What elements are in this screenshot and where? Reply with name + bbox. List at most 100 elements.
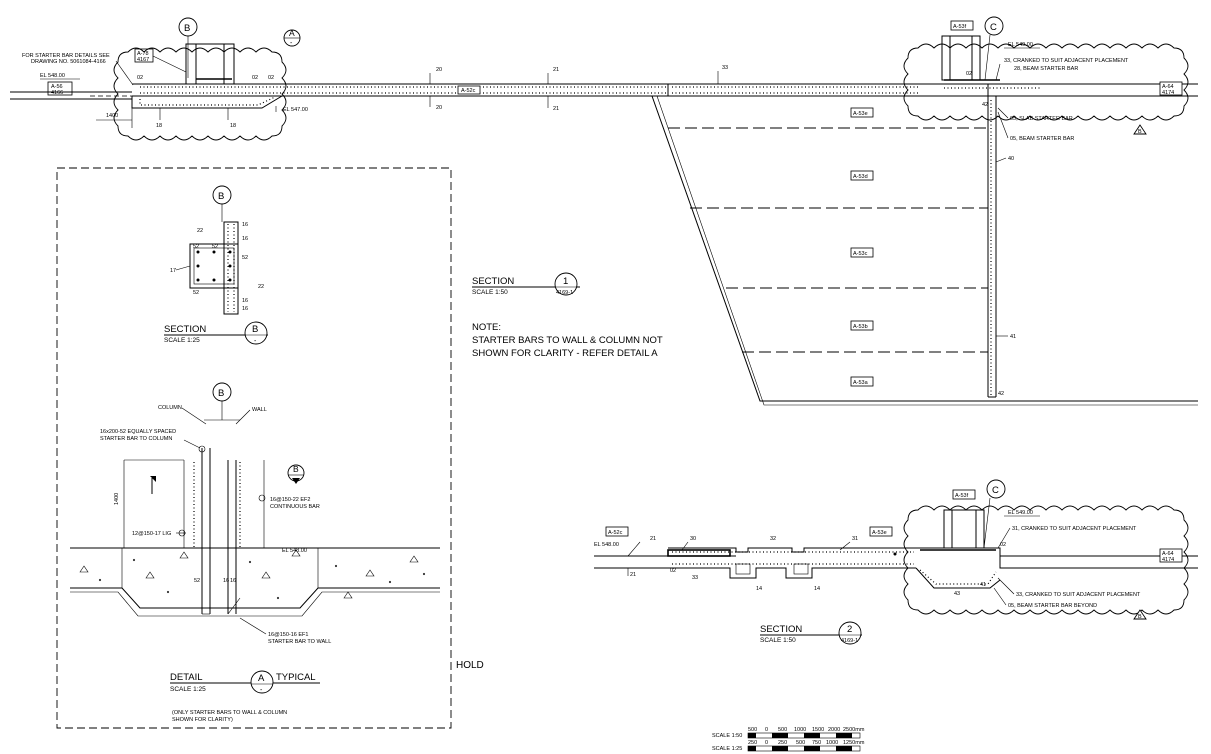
ref-tag-a53e-s2 [869,526,893,537]
section1-title: SECTION [472,276,514,287]
section-b-bars [196,250,232,282]
detail-tag-bubble [250,670,274,694]
lbl-33: 33 [722,65,728,71]
secb-16d: 16 [242,306,248,312]
wall-label: WALL [252,407,267,413]
section-b-title: SECTION [164,324,206,335]
note-line-1: STARTER BARS TO WALL & COLUMN NOT [472,335,663,346]
section2-num: 2 [847,624,852,635]
lbl-40: 40 [1008,156,1014,162]
sb1-t2: 500 [778,727,787,733]
note-28-top: 28, BEAM STARTER BAR [1014,66,1078,72]
secb-16a: 16 [242,222,248,228]
secb-52c: 52 [242,255,248,261]
s2-21b: 21 [630,572,636,578]
note-line-2: SHOWN FOR CLARITY - REFER DETAIL A [472,348,658,359]
s2-21a: 21 [650,536,656,542]
detail-note-1: (ONLY STARTER BARS TO WALL & COLUMN [172,710,287,716]
section-marker-b-top [1133,124,1147,135]
hold-label: HOLD [456,660,484,671]
s2-note-33: 33, CRANKED TO SUIT ADJACENT PLACEMENT [1016,592,1141,598]
secb-16c: 16 [242,298,248,304]
starter-note-line2: DRAWING NO. 5061084-4166 [31,59,106,65]
detail-16a: 16 [223,578,229,584]
s2-30: 30 [690,536,696,542]
sb2-t1: 0 [765,740,768,746]
sb1-t6: 2500mm [843,727,865,733]
ref-tag-a53f [950,20,974,31]
detail-tag-sub: - [260,687,263,694]
section-2: A-52c EL 548.00 21 30 32 31 02 33 14 14 … [594,479,1198,645]
revision-cloud-top-left [113,47,287,141]
sb1-t1: 0 [765,727,768,733]
ref-tag-a78 [134,48,154,63]
grid-c-top-text: C [990,22,997,33]
lbl-02a: 02 [137,75,143,81]
detail-a-top-text: A [289,28,295,38]
lig-label: 12@150-17 LIG [132,531,171,537]
s2-b-tri: B [1138,614,1142,620]
detail-b-text: B [293,464,299,474]
sb1-t0: 500 [748,727,757,733]
ref-a52c-top: A-52c [461,88,476,94]
section-1-wall: A-53e A-53d A-53c A-53b A-53a A-53f C EL… [472,16,1198,406]
detail-typical: TYPICAL [276,672,316,683]
grid-bubble-c-top [984,16,1004,36]
section-b-tag: B [252,324,258,335]
sb2-t5: 1000 [826,740,838,746]
starter-col-2: STARTER BAR TO COLUMN [100,436,172,442]
ref-a56-top: A-56 [51,84,63,90]
s2-32: 32 [770,536,776,542]
s2-43: 43 [954,591,960,597]
ref-tag-a64-s2 [1159,548,1183,563]
s2-14a: 14 [756,586,762,592]
detail-title: DETAIL [170,672,203,683]
section2-scale: SCALE 1:50 [760,637,796,644]
section-b-tag-bubble [244,321,268,345]
secb-16b: 16 [242,236,248,242]
s2-grid-bubble-c [986,479,1006,499]
panel-5: A-53a [853,380,869,386]
section-b: B 22 16 16 52 52 17 52 52 22 16 16 SECTI… [164,185,268,345]
ref-tag-a53f-s2 [952,489,976,500]
section1-bubble [554,272,578,296]
section2-title: SECTION [760,624,802,635]
s2-el: EL 548.00 [594,542,619,548]
sb2-t4: 750 [812,740,821,746]
secb-22a: 22 [197,228,203,234]
panel-2: A-53d [853,174,868,180]
detail-border [56,167,452,729]
secb-22b: 22 [258,284,264,290]
revision-cloud-section-2 [903,505,1189,615]
ref-tag-a52c-s2 [605,526,629,537]
ref-a78-bot: 4167 [137,57,149,63]
starter-wall-2: STARTER BAR TO WALL [268,639,331,645]
panel-4: A-53b [853,324,868,330]
lbl-41: 41 [1010,334,1016,340]
panel-tag-3 [850,247,874,258]
s2-note-31: 31, CRANKED TO SUIT ADJACENT PLACEMENT [1012,526,1137,532]
sb2-t3: 500 [796,740,805,746]
sb2-t2: 250 [778,740,787,746]
s2-31: 31 [852,536,858,542]
note-05-beam: 05, BEAM STARTER BAR [1010,136,1074,142]
sb1-t3: 1000 [794,727,806,733]
panel-tag-4 [850,320,874,331]
section2-sub: 4169-1 [841,638,858,644]
section-b-grid-text: B [218,191,224,202]
s2-41: 41 [980,582,986,588]
panel-tag-5 [850,376,874,387]
el-left-label: EL 548.00 [40,73,65,79]
note-05-slab: 05, SLAB STARTER BAR [1010,116,1073,122]
lbl-02b: 02 [252,75,258,81]
s2-grid-c-text: C [992,485,999,496]
lbl-20a: 20 [436,67,442,73]
revision-cloud-top-right [903,43,1189,121]
s2-ref-a64-bot: 4174 [1162,557,1174,563]
s2-ref-a53e: A-53e [872,530,887,536]
section1-num: 1 [563,276,568,287]
ref-a78-top: A-78 [137,51,149,57]
s2-ref-a52c: A-52c [608,530,623,536]
section-b-tri-top: B [1138,129,1142,135]
